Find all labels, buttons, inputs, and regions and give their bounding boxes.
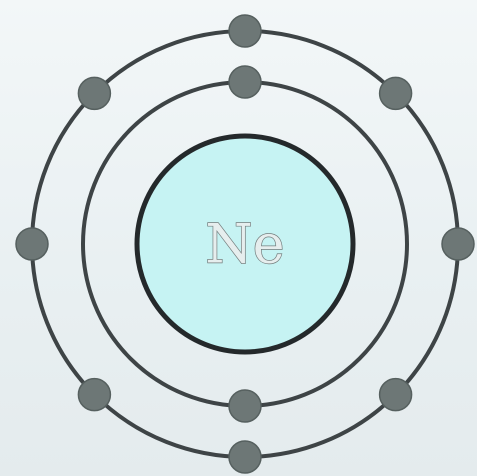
inner-shell-electron-2	[229, 390, 261, 422]
outer-shell-electron-4	[380, 379, 412, 411]
inner-shell-electron-1	[229, 66, 261, 98]
outer-shell-electron-5	[229, 441, 261, 473]
outer-shell-electron-6	[78, 379, 110, 411]
outer-shell-electron-2	[380, 77, 412, 109]
outer-shell-electron-7	[16, 228, 48, 260]
element-symbol: Ne	[205, 213, 284, 276]
outer-shell-electron-3	[442, 228, 474, 260]
outer-shell-electron-1	[229, 15, 261, 47]
outer-shell-electron-8	[78, 77, 110, 109]
